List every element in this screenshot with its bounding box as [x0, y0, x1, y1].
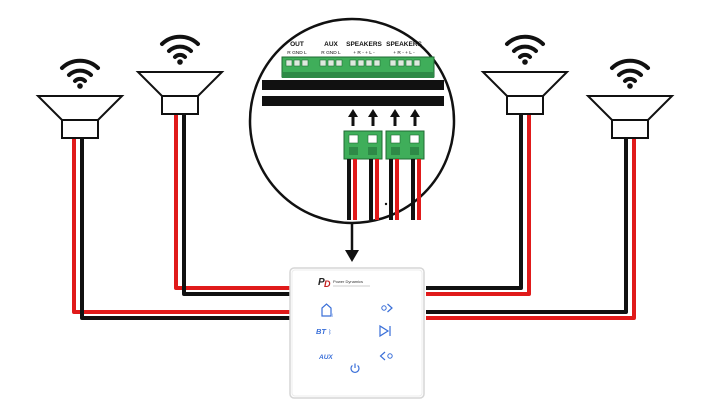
speaker-far-right	[587, 58, 673, 139]
bluetooth-icon: ᛒ	[328, 329, 332, 336]
volume-down-button[interactable]	[379, 351, 393, 361]
speaker-right	[482, 34, 568, 115]
wireless-signal-icon	[610, 58, 650, 91]
label-aux-sub: R GND L	[321, 50, 341, 56]
source-icon	[321, 303, 332, 317]
label-out-sub: R GND L	[287, 50, 307, 56]
wire-left-black	[182, 108, 292, 296]
label-speakers-2: SPEAKERS	[386, 41, 422, 48]
source-button[interactable]: |	[321, 303, 333, 317]
speaker-far-left	[37, 58, 123, 139]
wire-right-black	[426, 108, 523, 290]
bt-label: BT	[316, 327, 327, 336]
wires	[72, 108, 636, 320]
circuit-board-body	[262, 96, 444, 106]
label-aux: AUX	[324, 41, 338, 48]
aux-button[interactable]: AUX	[318, 354, 333, 361]
svg-text:|: |	[332, 312, 333, 317]
connector-detail-zoom: OUT AUX SPEAKERS SPEAKERS R GND L R GND …	[248, 17, 456, 225]
wireless-signal-icon	[60, 58, 100, 91]
label-out: OUT	[290, 41, 304, 48]
wall-panel-amplifier: P D Power Dynamics | BT ᛒ AUX	[289, 267, 425, 399]
volume-down-icon	[387, 353, 393, 359]
power-icon	[350, 364, 360, 374]
label-speakers-1: SPEAKERS	[346, 41, 382, 48]
wireless-signal-icon	[160, 34, 200, 67]
wire-far-right-black	[426, 132, 628, 314]
play-pause-icon	[379, 324, 390, 338]
svg-text:D: D	[324, 279, 331, 289]
volume-up-button[interactable]	[381, 303, 393, 313]
volume-up-icon	[381, 305, 387, 311]
arrow-to-panel	[345, 224, 359, 262]
speaker-plugs	[343, 130, 425, 160]
label-spk1-sub: + R - + L -	[353, 50, 375, 56]
wire-left-red	[174, 108, 292, 290]
wire-far-left-black	[80, 132, 292, 320]
wire-far-right-red	[426, 132, 636, 320]
bt-button[interactable]: BT ᛒ	[316, 327, 332, 336]
play-pause-button[interactable]	[379, 324, 391, 338]
label-spk2-sub: + R - + L -	[393, 50, 415, 56]
terminal-strip	[281, 56, 435, 78]
brand-logo: P D Power Dynamics	[318, 277, 370, 289]
plug-wires	[347, 159, 421, 220]
insert-arrows	[348, 109, 420, 126]
detail-mark	[384, 202, 388, 206]
wire-far-left-red	[72, 132, 292, 314]
speaker-left	[137, 34, 223, 115]
brand-name: Power Dynamics	[333, 279, 363, 284]
wire-right-red	[426, 108, 531, 296]
power-button[interactable]	[350, 363, 360, 374]
circuit-board-edge	[262, 80, 444, 90]
svg-text:P: P	[318, 277, 325, 288]
wireless-signal-icon	[505, 34, 545, 67]
